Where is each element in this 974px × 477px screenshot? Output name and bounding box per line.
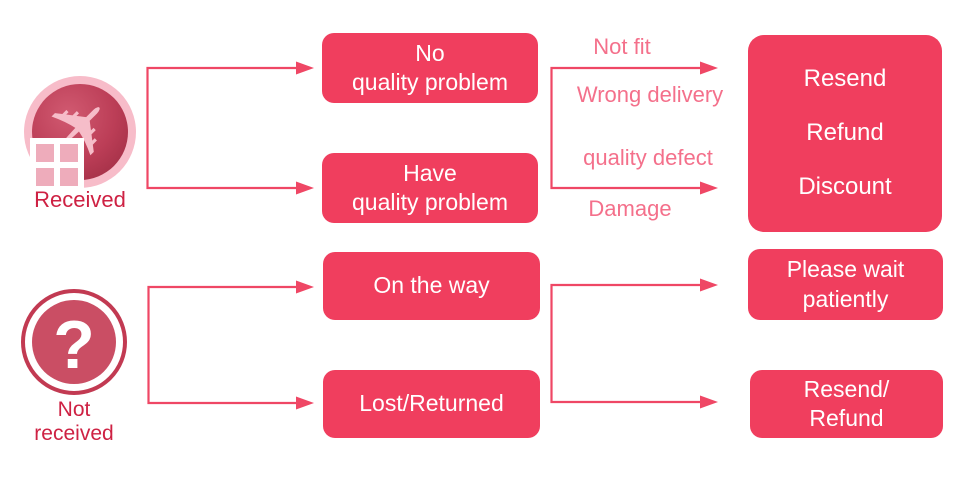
reason-damage: Damage — [588, 196, 672, 221]
svg-text:?: ? — [53, 307, 95, 383]
arrowhead — [296, 396, 314, 410]
arrowhead — [296, 280, 314, 294]
airplane-package-icon: ✈ — [23, 73, 137, 194]
box-on-the-way: On the way — [323, 252, 540, 320]
reason-quality-defect: quality defect — [583, 145, 713, 170]
box-have-quality-problem: Have quality problem — [322, 153, 538, 223]
arrowhead — [700, 61, 718, 75]
outcome-resend: Resend — [803, 65, 887, 93]
box-please-wait: Please wait patiently — [748, 249, 943, 320]
reason-wrong-delivery: Wrong delivery — [576, 82, 724, 107]
not-received-label: Not received — [34, 398, 114, 445]
box-lost-returned: Lost/Returned — [323, 370, 540, 438]
package-glyph — [30, 138, 84, 192]
box-quality-outcomes: Resend Refund Discount — [748, 35, 942, 232]
outcome-discount: Discount — [798, 173, 892, 201]
arrowhead — [700, 278, 718, 292]
bracket-shipping-outcomes — [550, 283, 700, 404]
arrowhead — [296, 61, 314, 75]
box-resend-refund: Resend/ Refund — [750, 370, 943, 438]
received-label: Received — [34, 187, 126, 212]
bracket-quality-outcomes — [550, 66, 700, 190]
bracket-received — [146, 66, 296, 190]
arrowhead — [700, 395, 718, 409]
outcome-refund: Refund — [806, 119, 884, 147]
bracket-not-received — [147, 285, 296, 405]
arrowhead — [296, 181, 314, 195]
question-mark-icon: ? — [20, 288, 128, 396]
reason-not-fit: Not fit — [593, 34, 651, 59]
arrowhead — [700, 181, 718, 195]
box-no-quality-problem: No quality problem — [322, 33, 538, 103]
